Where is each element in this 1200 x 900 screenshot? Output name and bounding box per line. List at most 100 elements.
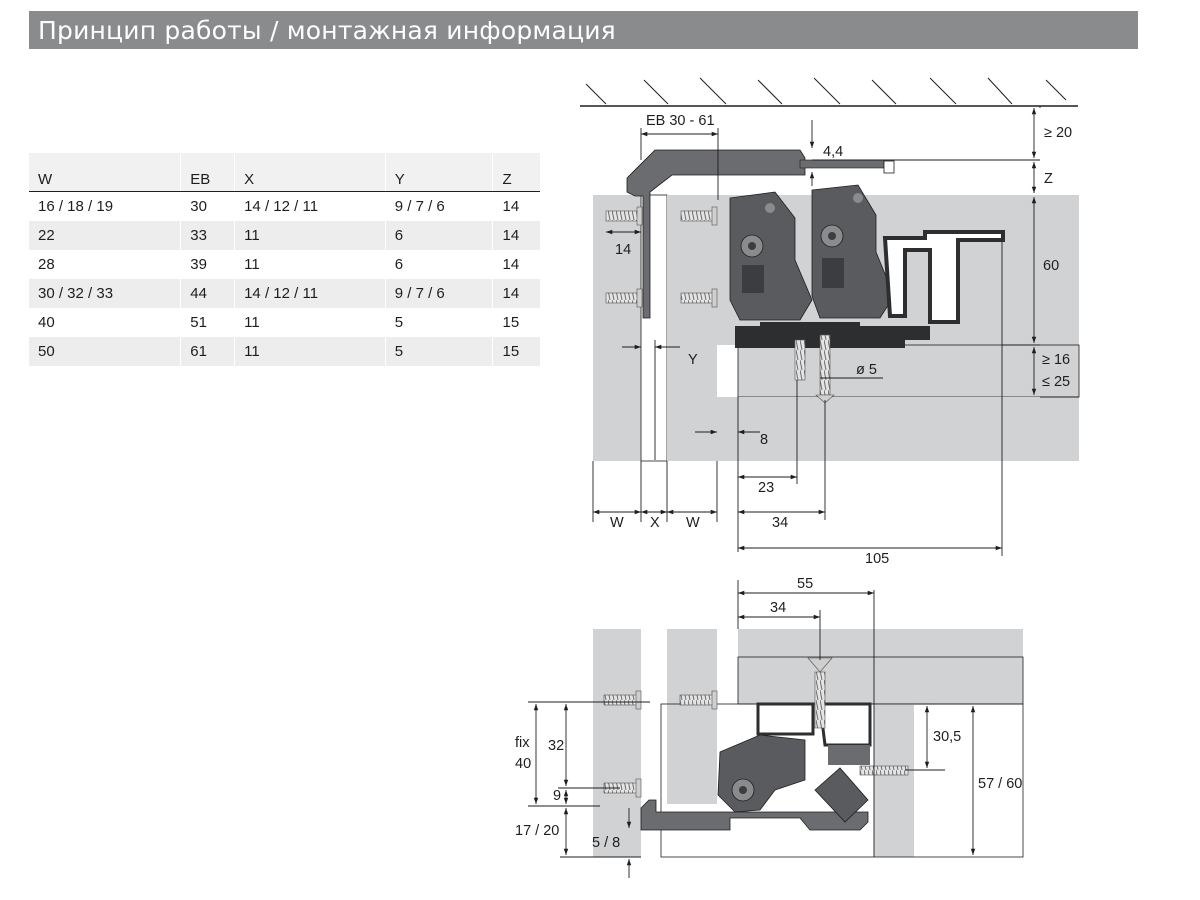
- front-panel-bottom: [667, 629, 717, 804]
- label-d105: 105: [865, 551, 889, 567]
- table-cell: 61: [180, 337, 236, 366]
- table-row: 16 / 18 / 19 30 14 / 12 / 11 9 / 7 / 6 1…: [29, 191, 540, 221]
- label-dia5: ø 5: [856, 362, 877, 378]
- hanger-pin: [883, 160, 895, 174]
- table-cell: 15: [492, 337, 540, 366]
- table-cell: 11: [234, 308, 386, 337]
- top-section-drawing: EB 30 - 61 4,4 ≥ 20 Z 60 14 Y ≥ 16 ≤ 25 …: [580, 77, 1080, 567]
- label-z: Z: [1044, 171, 1053, 187]
- label-d5-8: 5 / 8: [592, 835, 620, 851]
- table-cell: 9 / 7 / 6: [385, 191, 494, 221]
- hinge-mechanism-right: [811, 184, 895, 319]
- screw-bottom-1: [603, 690, 642, 710]
- label-fix40: 40: [515, 756, 531, 772]
- label-d8: 8: [760, 432, 768, 448]
- label-fix: fix: [515, 735, 530, 751]
- table-cell: 9 / 7 / 6: [385, 279, 494, 308]
- front-panel: [667, 195, 717, 461]
- table-row: 40 51 11 5 15: [29, 308, 540, 337]
- drawer-lower-panel: [717, 397, 1079, 461]
- hinge-mechanism-left: [729, 191, 813, 321]
- table-row: 30 / 32 / 33 44 14 / 12 / 11 9 / 7 / 6 1…: [29, 279, 540, 308]
- cabinet-side-panel: [593, 195, 641, 461]
- table-cell: 44: [180, 279, 236, 308]
- screw-vertical-1: [794, 339, 806, 381]
- hanger-bracket: [626, 149, 806, 319]
- runner-rail-upper: [882, 230, 1005, 324]
- table-cell: 33: [180, 221, 236, 250]
- col-header-y: Y: [385, 153, 494, 192]
- table-row: 28 39 11 6 14: [29, 250, 540, 279]
- label-x: X: [650, 515, 660, 531]
- table-cell: 16 / 18 / 19: [29, 191, 182, 221]
- label-d17-20: 17 / 20: [515, 823, 559, 839]
- label-d34-bottom: 34: [770, 600, 786, 616]
- table-cell: 40: [29, 308, 182, 337]
- label-le25: ≤ 25: [1042, 374, 1070, 390]
- drawer-top-panel-bottom: [738, 629, 1023, 657]
- table-cell: 15: [492, 308, 540, 337]
- table-row: 50 61 11 5 15: [29, 337, 540, 366]
- label-h60: 60: [1043, 258, 1059, 274]
- drawer-bottom-panel: [737, 344, 1080, 398]
- table-cell: 14: [492, 250, 540, 279]
- screw-top-2: [605, 288, 643, 308]
- table-cell: 14 / 12 / 11: [234, 191, 386, 221]
- bottom-bracket: [640, 799, 869, 831]
- screw-bottom-horizontal: [859, 765, 909, 776]
- table-cell: 11: [234, 221, 386, 250]
- table-cell: 50: [29, 337, 182, 366]
- col-header-w: W: [29, 153, 182, 192]
- screw-top-1: [605, 206, 643, 226]
- table-cell: 30: [180, 191, 236, 221]
- label-ge20: ≥ 20: [1044, 125, 1072, 141]
- table-cell: 14 / 12 / 11: [234, 279, 386, 308]
- label-y: Y: [688, 352, 698, 368]
- ceiling-hatch: [580, 77, 1078, 107]
- screw-top-3: [680, 206, 718, 226]
- runner-rail-profile: [735, 322, 930, 348]
- label-d57-60: 57 / 60: [978, 776, 1022, 792]
- table-cell: 11: [234, 250, 386, 279]
- label-eb-range: EB 30 - 61: [646, 113, 715, 129]
- col-header-eb: EB: [180, 153, 236, 192]
- cabinet-side-panel-bottom: [593, 629, 641, 857]
- table-cell: 14: [492, 191, 540, 221]
- table-cell: 14: [492, 221, 540, 250]
- drawer-bottom-board: [737, 656, 1024, 705]
- table-cell: 22: [29, 221, 182, 250]
- table-cell: 6: [385, 250, 494, 279]
- label-d32: 32: [548, 738, 564, 754]
- label-w2: W: [686, 515, 700, 531]
- table-cell: 6: [385, 221, 494, 250]
- col-header-z: Z: [492, 153, 540, 192]
- screw-vertical-2: [815, 334, 835, 404]
- bottom-section-drawing: 55 34 fix 40 32 9 17 / 20 5 / 8 30,5 57 …: [515, 576, 1024, 878]
- table-cell: 11: [234, 337, 386, 366]
- table-cell: 30 / 32 / 33: [29, 279, 182, 308]
- table-header-row: W EB X Y Z: [29, 153, 540, 192]
- label-w1: W: [610, 515, 624, 531]
- label-d9: 9: [553, 788, 561, 804]
- label-d14: 14: [615, 242, 631, 258]
- table-cell: 5: [385, 308, 494, 337]
- table-cell: 39: [180, 250, 236, 279]
- table-row: 22 33 11 6 14: [29, 221, 540, 250]
- label-ge16: ≥ 16: [1042, 352, 1070, 368]
- dimension-table: W EB X Y Z 16 / 18 / 19 30 14 / 12 / 11 …: [29, 153, 540, 366]
- runner-mechanism-bottom: [717, 702, 872, 823]
- label-d23: 23: [758, 480, 774, 496]
- table-cell: 5: [385, 337, 494, 366]
- table-cell: 14: [492, 279, 540, 308]
- drawer-side-lower: [874, 704, 914, 857]
- label-gap: 4,4: [823, 144, 843, 160]
- label-d34: 34: [772, 515, 788, 531]
- label-d30-5: 30,5: [933, 729, 961, 745]
- page-title: Принцип работы / монтажная информация: [29, 11, 1138, 49]
- table-cell: 28: [29, 250, 182, 279]
- screw-bottom-3: [679, 690, 718, 710]
- label-d55: 55: [797, 576, 813, 592]
- table-cell: 51: [180, 308, 236, 337]
- col-header-x: X: [234, 153, 386, 192]
